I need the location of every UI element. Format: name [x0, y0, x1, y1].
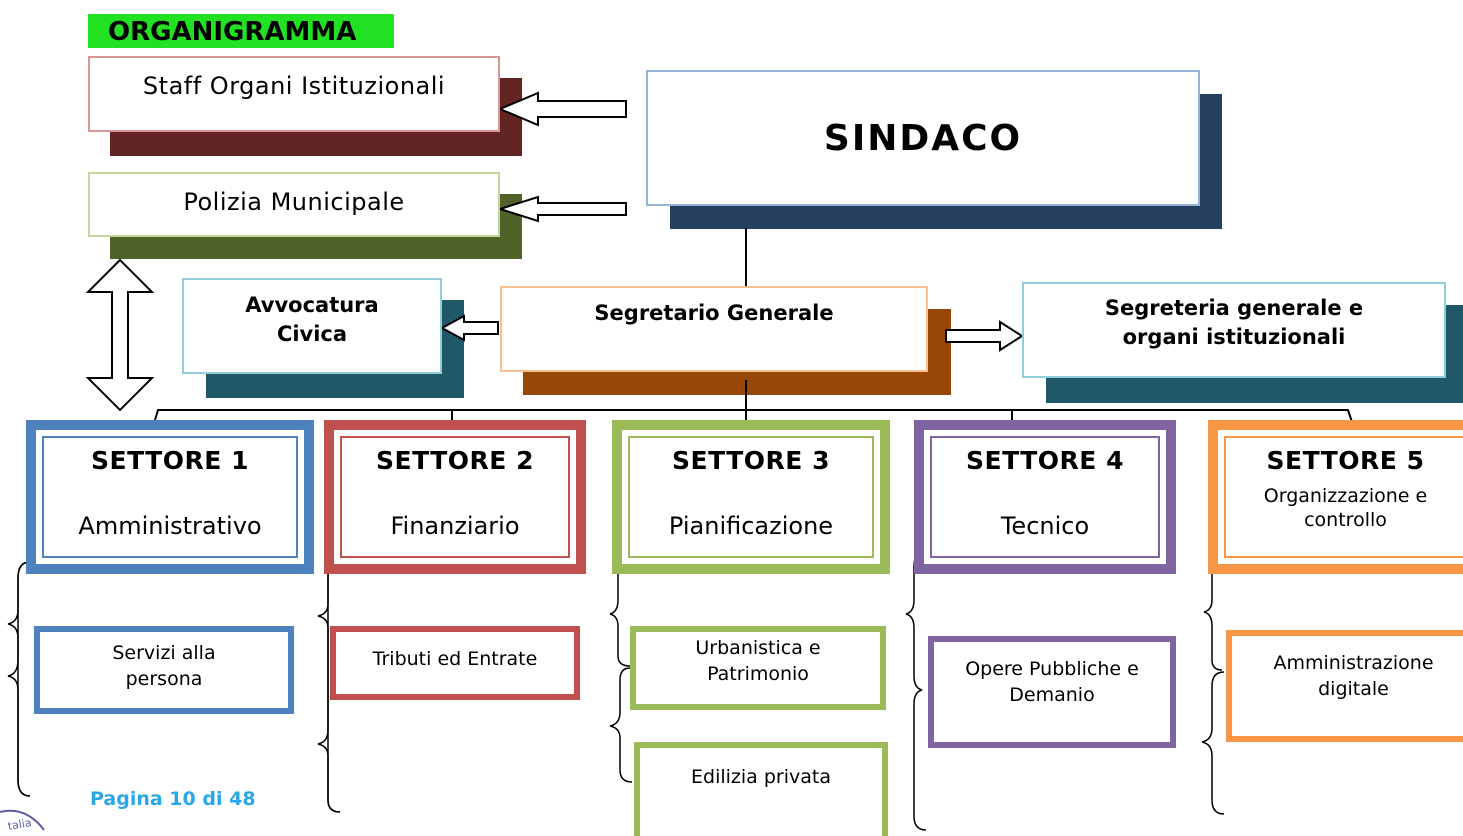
svg-text:talia: talia	[7, 816, 33, 833]
settore-5-subtitle: Organizzazione e controllo	[1263, 485, 1428, 531]
office-digitale-label: Amministrazione digitale	[1273, 652, 1434, 700]
staff-box: Staff Organi Istituzionali	[88, 56, 500, 132]
office-urbanistica: Urbanistica e Patrimonio	[630, 626, 886, 710]
settore-1-inner-border	[42, 436, 298, 558]
office-opere-pubbliche: Opere Pubbliche e Demanio	[928, 636, 1176, 748]
settore-4-title: SETTORE 4	[966, 446, 1124, 475]
settore-2-inner-border	[340, 436, 570, 558]
settore-1-title: SETTORE 1	[91, 446, 249, 475]
settore-2: SETTORE 2 Finanziario	[324, 420, 586, 574]
office-opere-label: Opere Pubbliche e Demanio	[965, 658, 1139, 706]
settore-5-inner-border	[1224, 436, 1463, 558]
staff-label: Staff Organi Istituzionali	[142, 72, 446, 100]
avvocatura-label: Avvocatura Civica	[245, 293, 379, 346]
settore-5: SETTORE 5 Organizzazione e controllo	[1208, 420, 1463, 574]
office-tributi-label: Tributi ed Entrate	[372, 648, 538, 670]
settore-3-subtitle: Pianificazione	[668, 512, 834, 540]
office-urbanistica-label: Urbanistica e Patrimonio	[695, 637, 821, 685]
page-number: Pagina 10 di 48	[90, 788, 256, 810]
segretario-box: Segretario Generale	[500, 286, 928, 372]
segretario-label: Segretario Generale	[594, 301, 834, 325]
settore-3-inner-border	[628, 436, 874, 558]
office-servizi-persona: Servizi alla persona	[34, 626, 294, 714]
segreteria-box: Segreteria generale e organi istituziona…	[1022, 282, 1446, 378]
settore-4-inner-border	[930, 436, 1160, 558]
sindaco-box: SINDACO	[646, 70, 1200, 206]
settore-4: SETTORE 4 Tecnico	[914, 420, 1176, 574]
office-servizi-label: Servizi alla persona	[112, 642, 216, 690]
office-amministrazione-digitale: Amministrazione digitale	[1226, 630, 1463, 742]
office-edilizia-label: Edilizia privata	[691, 766, 831, 788]
settore-3: SETTORE 3 Pianificazione	[612, 420, 890, 574]
segreteria-label: Segreteria generale e organi istituziona…	[1104, 296, 1364, 349]
settore-2-subtitle: Finanziario	[390, 512, 520, 540]
page-title: ORGANIGRAMMA	[88, 14, 394, 48]
settore-2-title: SETTORE 2	[376, 446, 534, 475]
avvocatura-box: Avvocatura Civica	[182, 278, 442, 374]
polizia-box: Polizia Municipale	[88, 172, 500, 237]
sindaco-label: SINDACO	[823, 117, 1023, 159]
settore-5-title: SETTORE 5	[1266, 446, 1425, 475]
office-tributi: Tributi ed Entrate	[330, 626, 580, 700]
settore-1: SETTORE 1 Amministrativo	[26, 420, 314, 574]
polizia-label: Polizia Municipale	[183, 187, 405, 216]
office-edilizia: Edilizia privata	[634, 742, 888, 836]
settore-1-subtitle: Amministrativo	[78, 512, 262, 540]
settore-3-title: SETTORE 3	[672, 446, 830, 475]
settore-4-subtitle: Tecnico	[1000, 512, 1090, 540]
